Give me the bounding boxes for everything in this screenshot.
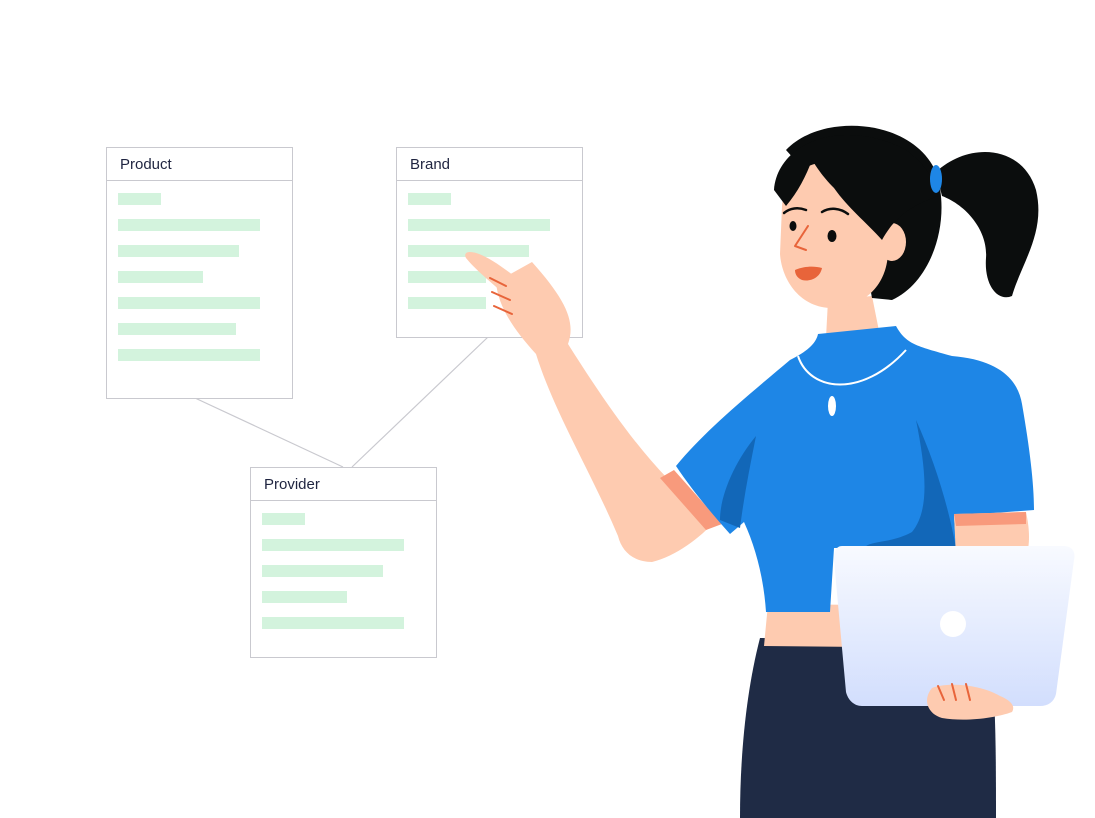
laptop-logo <box>940 611 966 637</box>
sleeve-cuff-left <box>660 470 722 530</box>
table-row-placeholder <box>262 539 404 551</box>
table-card-product[interactable]: Product <box>106 147 293 399</box>
knuckle-line <box>489 277 507 287</box>
finger-line <box>951 683 957 701</box>
table-row-placeholder <box>118 193 161 205</box>
table-row-placeholder <box>118 297 260 309</box>
knuckle-line <box>491 291 511 301</box>
hand-holding-laptop <box>927 684 1014 720</box>
hair-tie <box>930 165 942 193</box>
table-title-brand: Brand <box>397 148 582 181</box>
table-row-placeholder <box>262 565 383 577</box>
table-row-placeholder <box>408 193 451 205</box>
eyebrow <box>782 207 808 215</box>
table-title-product: Product <box>107 148 292 181</box>
table-row-placeholder <box>118 349 260 361</box>
table-row-placeholder <box>408 245 529 257</box>
pointing-finger <box>465 252 514 292</box>
hair-bangs <box>774 135 938 240</box>
arm-raised <box>496 262 716 562</box>
table-title-provider: Provider <box>251 468 436 501</box>
table-row-placeholder <box>408 219 550 231</box>
relationship-line-brand-provider <box>351 336 489 468</box>
knuckle-line <box>493 305 513 315</box>
table-row-placeholder <box>118 323 236 335</box>
finger-line <box>937 685 945 701</box>
sleeve-cuff-right <box>954 512 1026 526</box>
table-row-placeholder <box>262 513 305 525</box>
table-row-placeholder <box>408 271 486 283</box>
table-card-provider[interactable]: Provider <box>250 467 437 658</box>
shirt-shadow <box>864 420 956 548</box>
necklace-pendant <box>828 396 836 416</box>
table-row-placeholder <box>118 219 260 231</box>
relationship-line-product-provider <box>194 397 344 468</box>
eye <box>789 221 797 231</box>
table-row-placeholder <box>118 271 203 283</box>
table-row-placeholder <box>262 617 404 629</box>
nose <box>794 225 809 251</box>
finger-line <box>965 683 971 701</box>
necklace <box>797 349 907 386</box>
mouth <box>795 266 822 281</box>
ponytail <box>936 152 1039 298</box>
eyebrow <box>820 207 850 216</box>
eye <box>827 230 837 242</box>
table-row-placeholder <box>118 245 239 257</box>
shirt-shadow <box>720 436 756 528</box>
table-row-placeholder <box>262 591 347 603</box>
table-row-placeholder <box>408 297 486 309</box>
